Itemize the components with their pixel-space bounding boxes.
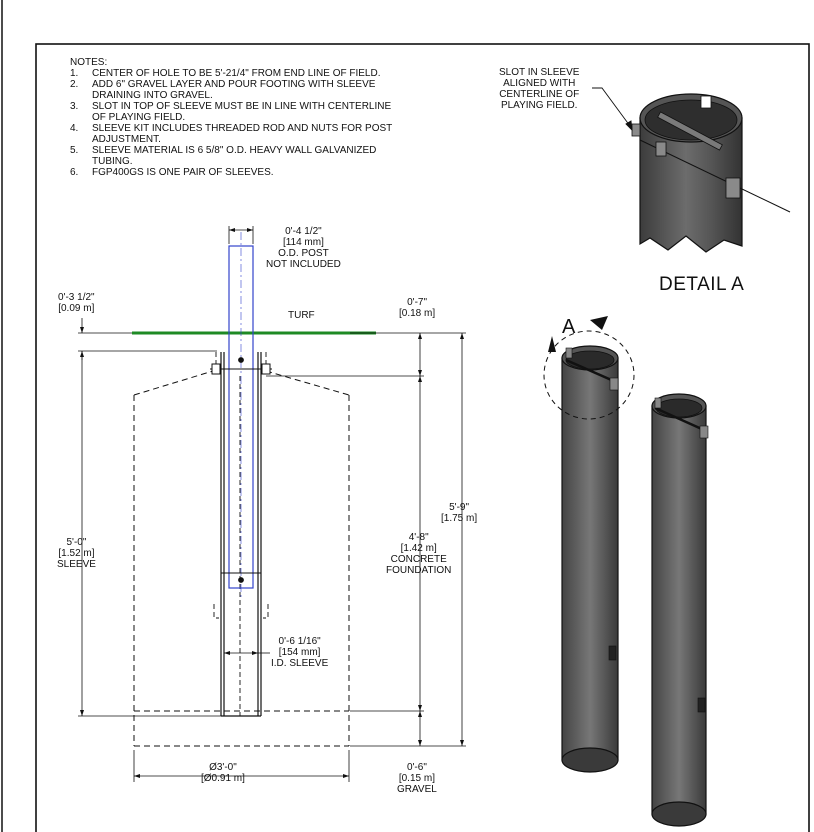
note-5: 5.SLEEVE MATERIAL IS 6 5/8" O.D. HEAVY W… [70, 145, 377, 167]
detail-a-title: DETAIL A [659, 274, 745, 295]
upper-rod-nuts [210, 357, 272, 375]
notes-title: NOTES: [70, 57, 108, 68]
note-3: 3.SLOT IN TOP OF SLEEVE MUST BE IN LINE … [70, 101, 392, 123]
concrete-foundation [133, 370, 350, 747]
drawing-frame [35, 43, 810, 832]
note-4: 4.SLEEVE KIT INCLUDES THREADED ROD AND N… [70, 123, 393, 145]
turf-offset-dimension: 0'-3 1/2"[0.09 m] [58, 292, 95, 314]
sleeve-length-dimension: 5'-0"[1.52 m]SLEEVE [57, 537, 96, 570]
turf-right-dimension: 0'-7"[0.18 m] [399, 297, 436, 319]
note-6: 6.FGP400GS IS ONE PAIR OF SLEEVES. [70, 167, 274, 178]
dimension-lines [78, 226, 466, 782]
general-notes: NOTES: 1.CENTER OF HOLE TO BE 5'-21/4" F… [70, 57, 430, 178]
detail-a-leader [592, 87, 633, 132]
total-depth-dimension: 5'-9"[1.75 m] [441, 502, 478, 524]
note-2: 2.ADD 6" GRAVEL LAYER AND POUR FOOTING W… [70, 79, 376, 101]
sleeve-id-dimension: 0'-6 1/16"[154 mm]I.D. SLEEVE [271, 636, 329, 669]
foundation-diameter-dimension: Ø3'-0"[Ø0.91 m] [201, 762, 245, 784]
sleeve-hidden-lines [213, 352, 269, 716]
isometric-sleeve-2 [651, 393, 709, 827]
detail-a-callout-circle [543, 316, 635, 420]
note-1: 1.CENTER OF HOLE TO BE 5'-21/4" FROM END… [70, 68, 381, 79]
detail-a-callout-label: A [562, 316, 576, 338]
detail-a-sleeve [631, 93, 791, 253]
turf-label: TURF [288, 310, 315, 321]
gravel-dimension: 0'-6"[0.15 m]GRAVEL [397, 762, 437, 795]
sleeve-section [220, 352, 262, 717]
isometric-sleeve-1 [561, 345, 619, 773]
dimension-arrowheads [80, 228, 464, 778]
lower-rod-nuts [221, 572, 261, 583]
